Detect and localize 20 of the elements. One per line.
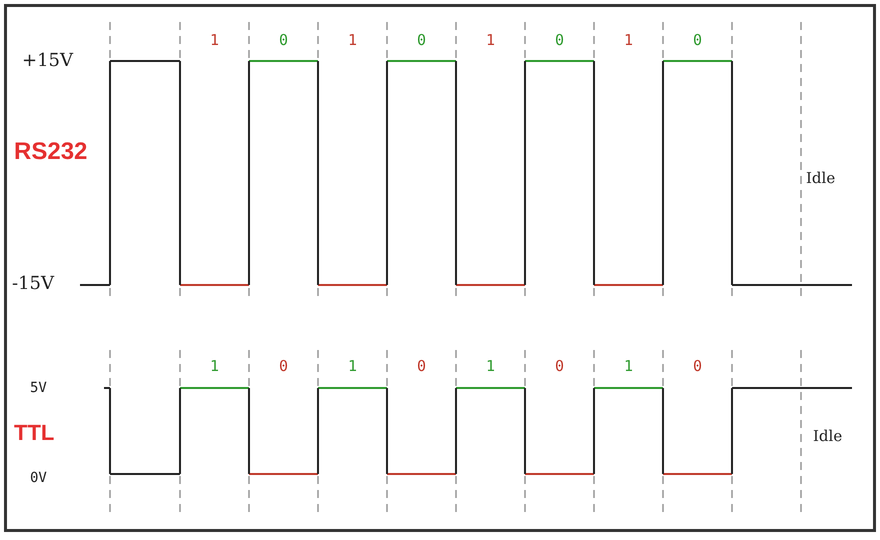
bit-value: 1 (624, 32, 634, 48)
bit-value: 1 (486, 358, 496, 374)
bit-value: 0 (278, 358, 288, 374)
bit-value: 1 (348, 32, 358, 48)
bit-value: 0 (554, 358, 564, 374)
bit-value: 0 (692, 32, 702, 48)
bit-value: 0 (416, 358, 426, 374)
state-label: Idle (813, 428, 842, 444)
bit-value: 0 (278, 32, 288, 48)
bit-value: 0 (692, 358, 702, 374)
voltage-label: 0V (30, 471, 47, 485)
bit-value: 1 (624, 358, 634, 374)
bit-value: 1 (348, 358, 358, 374)
bit-value: 1 (210, 358, 220, 374)
voltage-label: 5V (30, 381, 47, 395)
bit-value: 1 (486, 32, 496, 48)
bit-value: 0 (554, 32, 564, 48)
bit-value: 0 (416, 32, 426, 48)
bit-value: 1 (210, 32, 220, 48)
state-label: Idle (806, 170, 836, 186)
